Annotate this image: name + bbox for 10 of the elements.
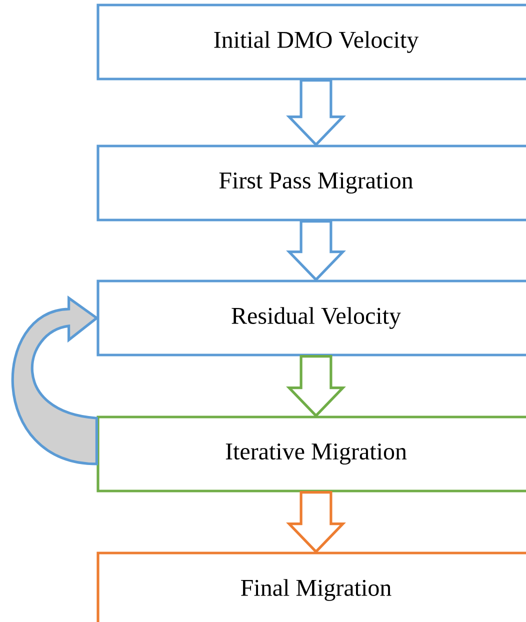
block-arrow — [286, 220, 346, 282]
block-arrow — [286, 79, 346, 147]
curved-arrow — [12, 296, 98, 466]
process-box: Initial DMO Velocity — [96, 4, 526, 80]
process-box: Iterative Migration — [96, 416, 526, 492]
process-box: First Pass Migration — [96, 144, 526, 222]
block-arrow — [286, 491, 346, 554]
block-arrow — [286, 355, 346, 418]
process-box: Residual Velocity — [96, 280, 526, 356]
process-box: Final Migration — [96, 552, 526, 622]
